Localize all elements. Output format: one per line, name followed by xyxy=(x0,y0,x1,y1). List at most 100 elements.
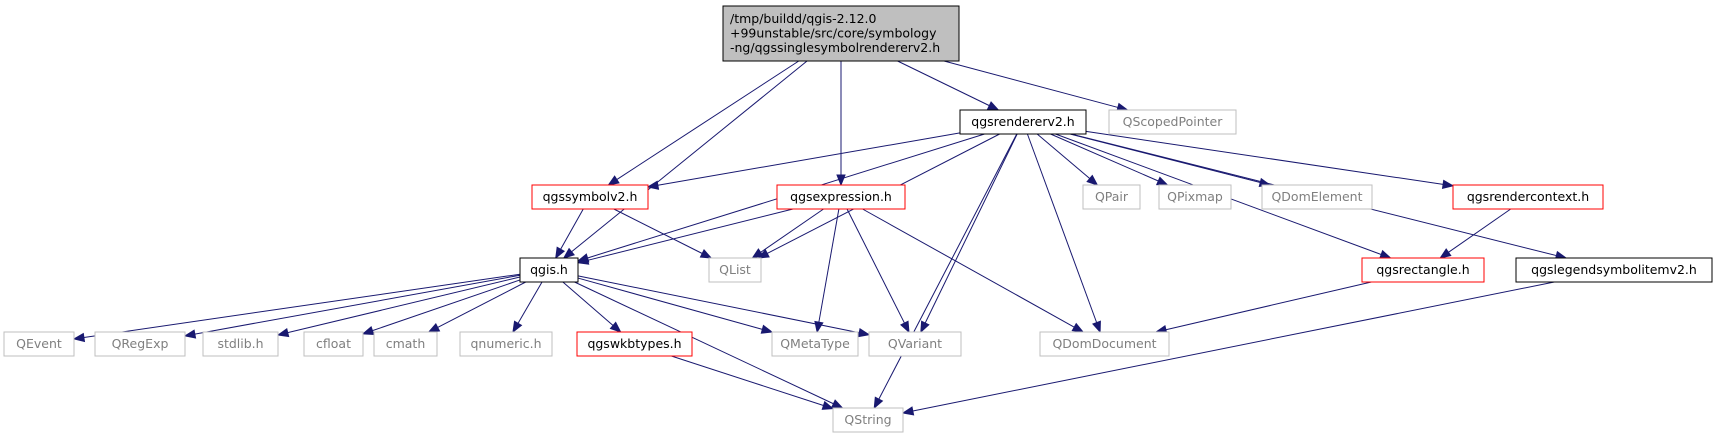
node-qdomelement: QDomElement xyxy=(1261,184,1373,210)
node-label: QPixmap xyxy=(1167,189,1223,204)
node-box xyxy=(303,331,364,357)
edge-root-to-qgssymbolv2 xyxy=(607,60,800,186)
node-qgsrectangle[interactable]: qgsrectangle.h xyxy=(1361,257,1485,283)
node-label: qgsrectangle.h xyxy=(1376,262,1469,277)
arrowhead-icon xyxy=(873,396,884,410)
arrowhead-icon xyxy=(857,327,871,338)
node-box xyxy=(1039,331,1170,357)
arrowhead-icon xyxy=(576,255,590,265)
edge-qgis-to-qregexp xyxy=(183,274,521,339)
edge-qgssymbolv2-to-qlist xyxy=(613,208,713,259)
node-qevent: QEvent xyxy=(3,331,75,357)
node-qstring: QString xyxy=(832,407,904,433)
node-label: cfloat xyxy=(316,336,351,351)
arrowhead-icon xyxy=(920,320,930,334)
arrowhead-icon xyxy=(1379,249,1392,259)
edge-line xyxy=(517,281,543,324)
edge-line xyxy=(437,281,526,328)
node-cfloat: cfloat xyxy=(303,331,364,357)
edge-qgsrendererv2-to-qdomdocument xyxy=(1026,133,1101,334)
node-label: qnumeric.h xyxy=(470,336,541,351)
arrowhead-icon xyxy=(512,320,523,334)
node-qgsrendererv2[interactable]: qgsrendererv2.h xyxy=(959,109,1087,135)
node-qscopedpointer: QScopedPointer xyxy=(1108,109,1237,135)
edge-line xyxy=(574,281,834,405)
edge-line xyxy=(846,208,905,324)
node-box xyxy=(708,257,762,283)
node-qgslegendsymbolitemv2[interactable]: qgslegendsymbolitemv2.h xyxy=(1515,257,1713,283)
edge-qgsrendercontext-to-qgsrectangle xyxy=(1439,208,1512,259)
arrowhead-icon xyxy=(361,325,375,335)
node-label: qgsrendererv2.h xyxy=(971,114,1074,129)
edge-root-to-qgis xyxy=(562,60,808,259)
node-label: qgis.h xyxy=(530,262,568,277)
node-qvariant: QVariant xyxy=(868,331,962,357)
edge-root-to-qgsexpression xyxy=(836,61,846,187)
node-box xyxy=(373,331,438,357)
node-box xyxy=(959,109,1087,135)
arrowhead-icon xyxy=(760,324,774,334)
arrowhead-icon xyxy=(1092,320,1101,334)
node-label: qgswkbtypes.h xyxy=(587,336,681,351)
node-qlist: QList xyxy=(708,257,762,283)
edge-qgsrendererv2-to-qgssymbolv2 xyxy=(646,132,961,190)
node-qnumeric: qnumeric.h xyxy=(459,331,553,357)
arrowhead-icon xyxy=(609,321,622,333)
edge-qgsrendererv2-to-qgsrendercontext xyxy=(1085,130,1455,190)
node-label: QMetaType xyxy=(780,336,850,351)
edge-line xyxy=(571,60,808,253)
edge-line xyxy=(616,60,800,180)
edge-qgis-to-qmetatype xyxy=(577,277,774,334)
edge-qgis-to-qvariant xyxy=(577,275,871,338)
arrowhead-icon xyxy=(1071,322,1085,333)
edge-qgsrectangle-to-qdomdocument xyxy=(1154,281,1372,335)
edge-qgslegendsymbolitemv2-to-qstring xyxy=(901,281,1555,416)
node-box xyxy=(771,331,859,357)
node-stdlib: stdlib.h xyxy=(202,331,279,357)
node-label: QPair xyxy=(1095,189,1129,204)
edge-qgsrendererv2-to-qpixmap xyxy=(1050,133,1169,186)
node-label: /tmp/buildd/qgis-2.12.0+99unstable/src/c… xyxy=(730,11,940,55)
edge-qgsrendererv2-to-qvariant xyxy=(920,133,1018,334)
edge-qgis-to-cfloat xyxy=(361,279,521,335)
node-label: QRegExp xyxy=(112,336,169,351)
edge-line xyxy=(912,281,1555,412)
arrowhead-icon xyxy=(1441,179,1455,190)
edge-line xyxy=(1085,130,1444,185)
node-box xyxy=(1452,184,1604,210)
node-box xyxy=(776,184,906,210)
node-qgis[interactable]: qgis.h xyxy=(519,257,579,283)
edge-line xyxy=(577,275,860,334)
edge-qgsrendererv2-to-qpair xyxy=(1036,133,1099,186)
node-label: QList xyxy=(719,262,751,277)
node-box xyxy=(3,331,75,357)
arrowhead-icon xyxy=(814,320,824,334)
edge-line xyxy=(1050,133,1159,182)
node-qgssymbolv2[interactable]: qgssymbolv2.h xyxy=(531,184,649,210)
arrowhead-icon xyxy=(836,174,846,187)
arrowhead-icon xyxy=(183,329,197,339)
node-label: QScopedPointer xyxy=(1123,114,1224,129)
node-qdomdocument: QDomDocument xyxy=(1039,331,1170,357)
node-label: QEvent xyxy=(16,336,62,351)
arrowhead-icon xyxy=(901,406,915,416)
edge-line xyxy=(587,208,794,261)
edge-qgis-to-qgswkbtypes xyxy=(562,281,622,333)
node-qgsexpression[interactable]: qgsexpression.h xyxy=(776,184,906,210)
edge-line xyxy=(1448,208,1512,253)
edge-qgsexpression-to-qlist xyxy=(751,208,824,259)
edge-line xyxy=(1036,133,1091,179)
node-qgswkbtypes[interactable]: qgswkbtypes.h xyxy=(576,331,693,357)
edge-line xyxy=(562,281,614,326)
node-qpair: QPair xyxy=(1082,184,1141,210)
edge-qgsexpression-to-qdomdocument xyxy=(862,208,1085,333)
edge-line xyxy=(577,277,763,330)
edge-qgis-to-stdlib xyxy=(276,276,521,338)
node-box xyxy=(576,331,693,357)
edge-line xyxy=(760,208,824,253)
node-root[interactable]: /tmp/buildd/qgis-2.12.0+99unstable/src/c… xyxy=(722,5,960,62)
arrowhead-icon xyxy=(607,175,620,186)
node-box xyxy=(868,331,962,357)
node-qgsrendercontext[interactable]: qgsrendercontext.h xyxy=(1452,184,1604,210)
edge-line xyxy=(372,279,521,332)
